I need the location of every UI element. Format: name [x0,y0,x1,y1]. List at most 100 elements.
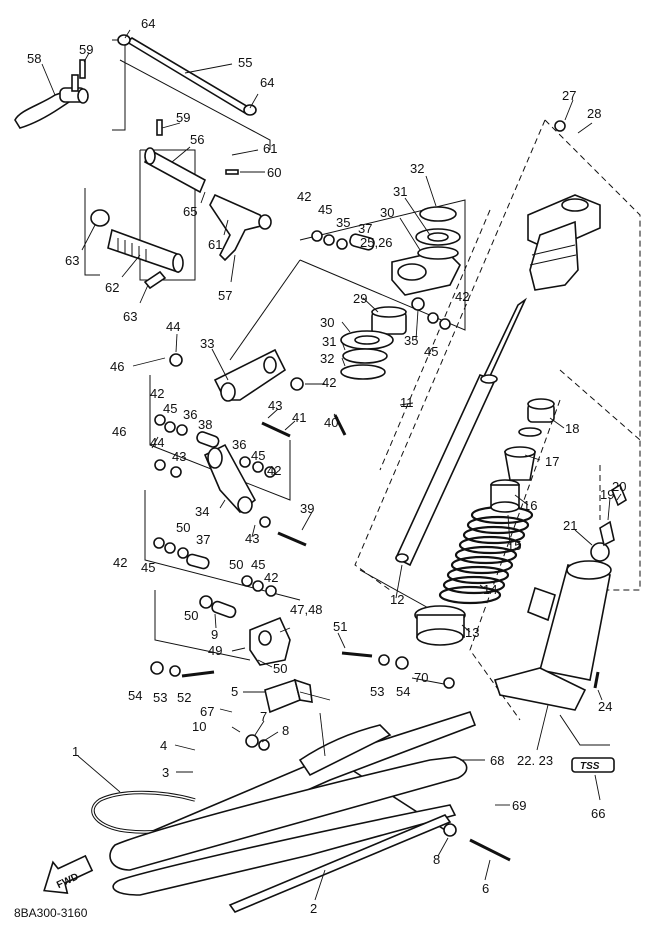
callout-50-a: 50 [176,520,190,535]
callout-42-f: 42 [113,555,127,570]
callout-42-a: 42 [297,189,311,204]
callout-46-lower: 46 [112,424,126,439]
callout-50-b: 50 [229,557,243,572]
callout-60: 60 [267,165,281,180]
callout-16: 16 [523,498,537,513]
callout-24: 24 [598,699,612,714]
callout-31-upper: 31 [393,184,407,199]
bushings [186,233,375,619]
callout-32-lower: 32 [320,351,334,366]
callout-45-e: 45 [141,560,155,575]
callout-9: 9 [211,627,218,642]
callout-42-b: 42 [455,289,469,304]
callout-11: 11 [400,395,414,410]
callout-32-upper: 32 [410,161,424,176]
callout-33: 33 [200,336,214,351]
callout-56: 56 [190,132,204,147]
callout-42-c: 42 [322,375,336,390]
part-34-lower-arm [203,443,257,514]
callout-46-upper: 46 [110,359,124,374]
callout-17: 17 [545,454,559,469]
callout-8-upper: 8 [282,723,289,738]
callout-58: 58 [27,51,41,66]
callout-45-d: 45 [251,448,265,463]
part-14-spring [438,505,534,605]
callout-35-upper: 35 [336,215,350,230]
part-47-48-bracket [249,616,291,666]
part-ski-top [109,711,477,871]
callout-6: 6 [482,881,489,896]
callout-53-left: 53 [153,690,167,705]
callout-labels: 1 2 3 4 5 6 7 8 8 9 10 11 12 13 14 15 16… [14,16,626,920]
part-5-block [264,678,313,714]
part-ski-bottom [112,804,457,913]
callout-42-e: 42 [267,463,281,478]
callout-63-lower: 63 [123,309,137,324]
callout-37-upper: 37 [358,221,372,236]
callout-35-lower: 35 [404,333,418,348]
callout-62: 62 [105,280,119,295]
callout-12: 12 [390,592,404,607]
callout-50-d: 50 [273,661,287,676]
callout-43-a: 43 [268,398,282,413]
callout-8-lower: 8 [433,852,440,867]
part-56-shaft [143,147,207,194]
callout-5: 5 [231,684,238,699]
callout-41: 41 [292,410,306,425]
callout-67: 67 [200,704,214,719]
part-66-decal [571,757,615,773]
callout-61-lower: 61 [208,237,222,252]
diagram-code: 8BA300-3160 [14,906,88,920]
part-33-upper-arm [213,348,287,402]
callout-40: 40 [324,415,338,430]
callout-39: 39 [300,501,314,516]
part-58-arm [14,74,89,129]
callout-61-upper: 61 [263,141,277,156]
callout-49: 49 [208,643,222,658]
callout-7: 7 [260,709,267,724]
callout-66: 66 [591,806,605,821]
callout-29: 29 [353,291,367,306]
part-13-cup [414,605,466,646]
part-63-clamp [90,209,167,290]
callout-64-lower: 64 [260,75,274,90]
callout-52: 52 [177,690,191,705]
callout-68: 68 [490,753,504,768]
callout-45-f: 45 [251,557,265,572]
callout-55: 55 [238,55,252,70]
callout-54-left: 54 [128,688,142,703]
callout-14: 14 [483,582,497,597]
callout-43-c: 43 [245,531,259,546]
callout-59-lower: 59 [176,110,190,125]
callout-44-upper: 44 [166,319,180,334]
callout-1: 1 [72,744,79,759]
callout-10: 10 [192,719,206,734]
tss-decal-text: TSS [580,761,600,772]
washers [150,120,566,837]
callout-36-lower: 36 [232,437,246,452]
part-22-23-reservoir [493,483,627,711]
callout-2: 2 [310,901,317,916]
callout-42-d: 42 [150,386,164,401]
callout-59-upper: 59 [79,42,93,57]
callout-15: 15 [507,538,521,553]
grouping-lines [84,39,641,746]
callout-30-lower: 30 [320,315,334,330]
part-59-pin [79,59,163,136]
callout-53-right: 53 [370,684,384,699]
callout-69: 69 [512,798,526,813]
callout-37-lower: 37 [196,532,210,547]
part-15-18-bumpers [490,398,555,513]
callout-34: 34 [195,504,209,519]
callout-31-lower: 31 [322,334,336,349]
part-62-shaft [107,228,184,274]
callout-64-upper: 64 [141,16,155,31]
part-55-shaft [117,34,257,116]
callout-42-g: 42 [264,570,278,585]
callout-21: 21 [563,518,577,533]
callout-30-upper: 30 [380,205,394,220]
callout-27: 27 [562,88,576,103]
callout-22-23: 22. 23 [517,753,553,768]
